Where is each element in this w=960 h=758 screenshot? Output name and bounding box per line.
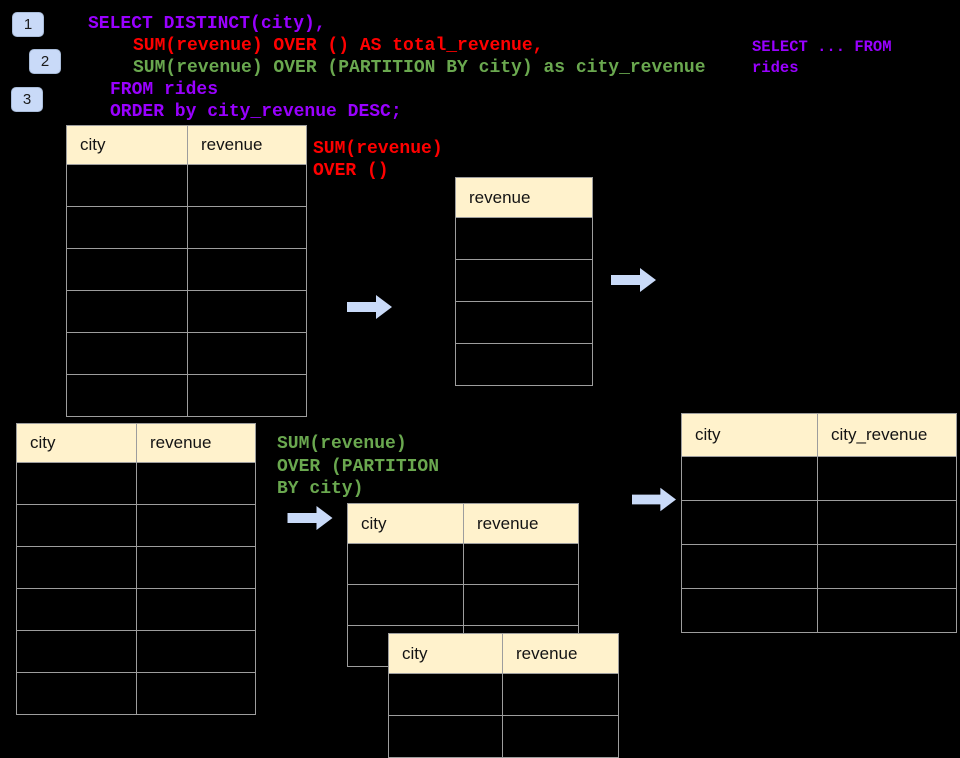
table-rides-source-top: city revenue: [66, 125, 307, 417]
table-cell: [17, 589, 136, 630]
annotation-total-revenue: SUM(revenue) OVER (): [313, 139, 443, 181]
column-header-city: city: [67, 126, 187, 164]
table-cell: [188, 291, 306, 332]
table-cell: [137, 673, 255, 714]
sql-window-functions-diagram: { "colors": { "background": "#000000", "…: [11, 12, 957, 758]
table-cell: [682, 589, 817, 632]
table-cell: [137, 589, 255, 630]
column-header-revenue: revenue: [137, 424, 255, 462]
table-cell: [137, 463, 255, 504]
table-total-revenue: revenue: [455, 177, 593, 386]
table-cell: [682, 501, 817, 544]
column-header-city: city: [17, 424, 136, 462]
table-rides-source-bottom: city revenue: [16, 423, 256, 715]
column-header-revenue: revenue: [188, 126, 306, 164]
table-cell: [67, 207, 187, 248]
side-note-select-from-rides: SELECT ... FROM rides: [752, 38, 892, 77]
step-badge-1-label: 1: [23, 16, 33, 33]
step-badge-3-label: 3: [22, 91, 32, 108]
sql-line-select: SELECT DISTINCT(city),: [88, 14, 326, 34]
table-cell: [188, 207, 306, 248]
table-cell: [456, 302, 592, 343]
table-cell: [818, 457, 956, 500]
table-cell: [17, 463, 136, 504]
table-cell: [389, 716, 502, 757]
table-cell: [137, 505, 255, 546]
sql-line-total: SUM(revenue) OVER () AS total_revenue,: [133, 36, 544, 56]
table-cell: [137, 631, 255, 672]
table-cell: [17, 505, 136, 546]
step-badge-2: 2: [29, 49, 61, 74]
flow-arrow-right-icon: [347, 295, 392, 319]
table-cell: [818, 501, 956, 544]
annotation-partition-by-city: SUM(revenue) OVER (PARTITION BY city): [277, 434, 440, 499]
table-cell: [348, 544, 463, 584]
table-cell: [456, 218, 592, 259]
sql-line-from: FROM rides: [110, 80, 219, 100]
table-cell: [503, 716, 618, 757]
table-cell: [456, 260, 592, 301]
column-header-city: city: [389, 634, 502, 673]
column-header-revenue: revenue: [464, 504, 578, 543]
table-cell: [348, 585, 463, 625]
table-cell: [464, 544, 578, 584]
column-header-city-revenue: city_revenue: [818, 414, 956, 456]
column-header-revenue: revenue: [456, 178, 592, 217]
step-badge-1: 1: [12, 12, 44, 37]
step-badge-3: 3: [11, 87, 43, 112]
table-partition-group-a: city revenue: [347, 503, 579, 667]
column-header-revenue: revenue: [503, 634, 618, 673]
table-cell: [456, 344, 592, 385]
table-cell: [67, 165, 187, 206]
column-header-city: city: [348, 504, 463, 543]
table-cell: [188, 249, 306, 290]
flow-arrow-right-icon: [287, 506, 333, 530]
table-cell: [682, 545, 817, 588]
table-cell: [682, 457, 817, 500]
table-cell: [17, 631, 136, 672]
table-cell: [188, 165, 306, 206]
table-cell: [818, 589, 956, 632]
table-cell: [188, 375, 306, 416]
sql-line-order: ORDER by city_revenue DESC;: [110, 102, 402, 122]
table-cell: [67, 375, 187, 416]
table-cell: [67, 291, 187, 332]
table-cell: [67, 249, 187, 290]
table-result-city-revenue: city city_revenue: [681, 413, 957, 633]
table-cell: [67, 333, 187, 374]
table-partition-group-b: city revenue: [388, 633, 619, 758]
flow-arrow-right-icon: [611, 268, 656, 292]
table-cell: [464, 585, 578, 625]
table-cell: [17, 673, 136, 714]
table-cell: [137, 547, 255, 588]
step-badge-2-label: 2: [40, 53, 50, 70]
table-cell: [389, 674, 502, 715]
table-cell: [503, 674, 618, 715]
flow-arrow-right-icon: [632, 487, 676, 512]
table-cell: [17, 547, 136, 588]
sql-line-partition: SUM(revenue) OVER (PARTITION BY city) as…: [133, 58, 706, 78]
column-header-city: city: [682, 414, 817, 456]
table-cell: [188, 333, 306, 374]
table-cell: [818, 545, 956, 588]
